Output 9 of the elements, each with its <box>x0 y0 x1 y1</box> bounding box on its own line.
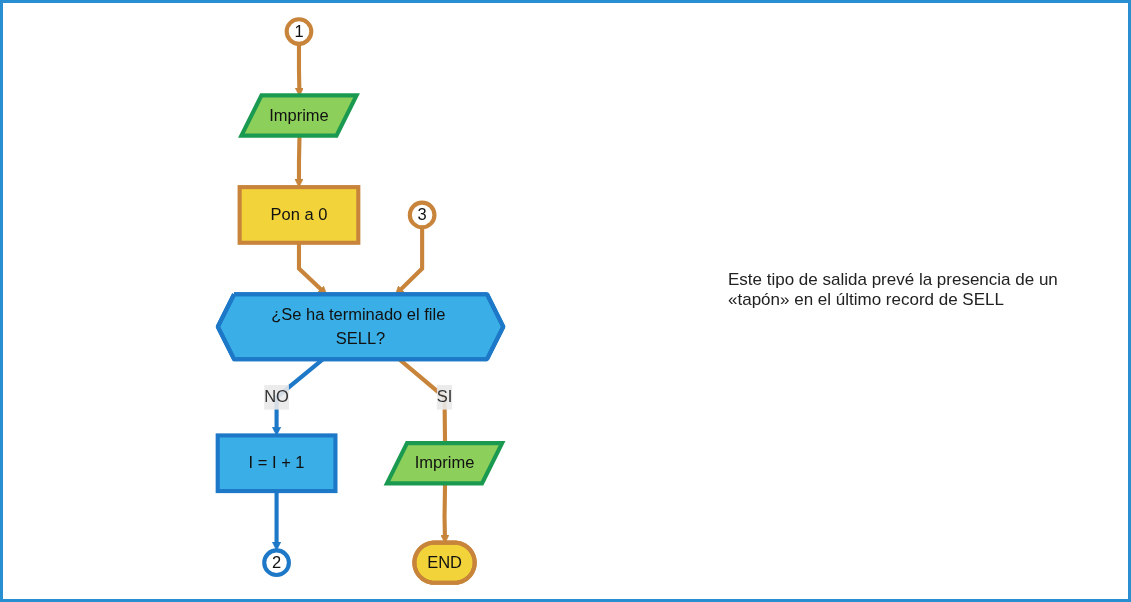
edge-label: SI <box>436 388 453 406</box>
node-circle: 3 <box>407 200 437 230</box>
arrow <box>272 491 282 551</box>
node-circle: 2 <box>262 548 291 578</box>
node-box: Pon a 0 <box>237 185 361 245</box>
node-circle: 1 <box>284 17 314 46</box>
node-box: I = I + 1 <box>215 433 338 494</box>
edge-label: NO <box>264 388 289 406</box>
note-text: Este tipo de salida prevé la presencia de un «tapón» en el último record de SELL <box>728 270 1059 310</box>
